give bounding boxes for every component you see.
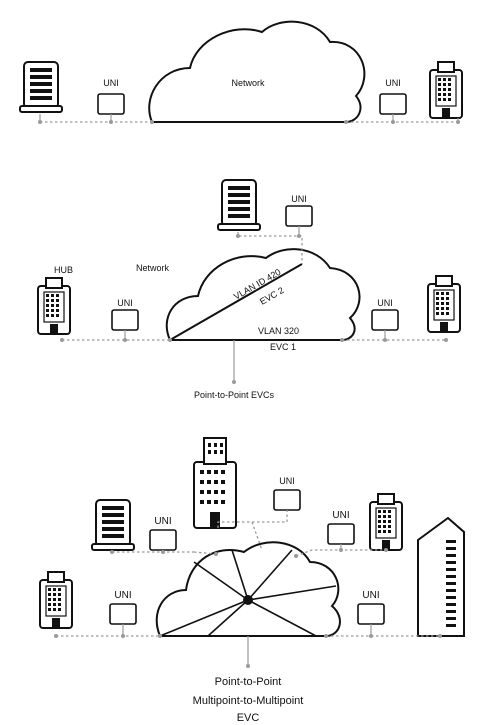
uni-upper-left-label: UNI: [154, 516, 171, 527]
uni-box-top: [273, 489, 301, 511]
uni-lower-right-label: UNI: [362, 590, 379, 601]
uni-left-label: UNI: [103, 78, 119, 88]
uni-box-lower-right: [357, 603, 385, 625]
uni-box-left: [111, 309, 139, 331]
building-icon: [427, 275, 461, 333]
tower-building-icon: [193, 437, 237, 529]
vlan-320-label: VLAN 320: [258, 326, 299, 336]
hub-label: HUB: [54, 265, 73, 275]
hub-building-icon: [37, 277, 71, 335]
uni-box-top: [285, 205, 313, 227]
building-icon: [369, 493, 403, 551]
server-icon: [19, 61, 63, 113]
evc-1-label: EVC 1: [270, 342, 296, 352]
uni-box-left: [97, 93, 125, 115]
uni-box-right: [371, 309, 399, 331]
uni-top-label: UNI: [279, 476, 295, 486]
uni-box-right: [379, 93, 407, 115]
skyscraper-icon: [417, 516, 465, 637]
network-label: Network: [136, 263, 170, 273]
caption-line-1: Point-to-Point: [215, 676, 282, 688]
network-cloud: [155, 541, 341, 637]
uni-box-upper-left: [149, 529, 177, 551]
panel-2-point-to-point: VLAN ID 420 EVC 2 VLAN 320 EVC 1 Network…: [37, 179, 461, 400]
panel-3-multipoint: UNI UNI UNI UNI UNI: [39, 437, 465, 724]
point-to-point-evcs-caption: Point-to-Point EVCs: [194, 390, 275, 400]
building-icon: [39, 571, 73, 629]
uni-lower-left-label: UNI: [114, 590, 131, 601]
network-cloud: [148, 20, 366, 123]
caption-line-2: Multipoint-to-Multipoint: [193, 695, 304, 707]
uni-upper-right-label: UNI: [332, 510, 349, 521]
caption-line-3: EVC: [237, 712, 260, 724]
hub-node: [243, 595, 253, 605]
server-icon: [91, 499, 135, 551]
building-icon: [429, 61, 463, 119]
panel-1-basic-network: Network UNI UNI: [19, 20, 463, 124]
uni-box-lower-left: [109, 603, 137, 625]
network-label: Network: [231, 78, 265, 88]
uni-left-label: UNI: [117, 298, 133, 308]
uni-right-label: UNI: [385, 78, 401, 88]
uni-right-label: UNI: [377, 298, 393, 308]
network-cloud: [165, 248, 361, 341]
server-icon: [217, 179, 261, 231]
uni-box-upper-right: [327, 523, 355, 545]
uni-top-label: UNI: [291, 194, 307, 204]
